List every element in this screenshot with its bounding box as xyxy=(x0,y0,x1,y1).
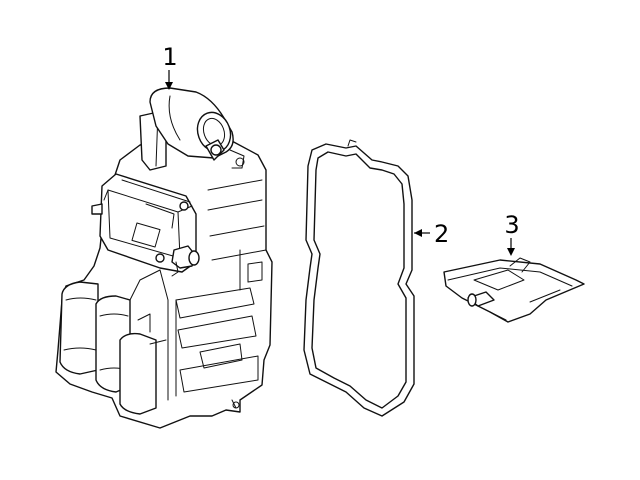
valve-body-part[interactable] xyxy=(55,87,273,429)
gasket-part[interactable] xyxy=(303,139,415,417)
callout-2: 2 xyxy=(414,220,449,248)
callout-1-number: 1 xyxy=(162,43,177,71)
filter-part[interactable] xyxy=(443,257,585,323)
callout-3: 3 xyxy=(504,211,520,256)
callout-1: 1 xyxy=(162,43,178,90)
callout-3-number: 3 xyxy=(504,211,519,239)
callout-2-number: 2 xyxy=(434,220,449,248)
